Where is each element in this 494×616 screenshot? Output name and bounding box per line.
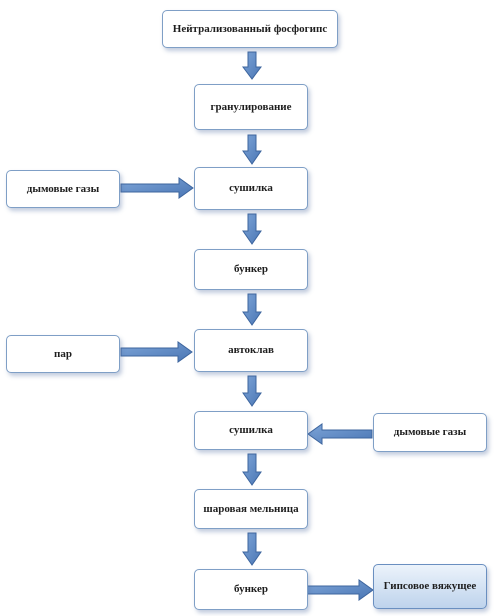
arrow-down-6 [242, 453, 262, 486]
node-flue-gas-2: дымовые газы [373, 413, 487, 452]
node-granulation: гранулирование [194, 84, 308, 130]
node-gypsum-binder: Гипсовое вяжущее [373, 564, 487, 609]
arrow-down-1 [242, 51, 262, 80]
arrow-right-steam [120, 341, 193, 363]
node-phosphogypsum: Нейтрализованный фосфогипс [162, 10, 338, 48]
node-hopper-1: бункер [194, 249, 308, 290]
arrow-right-final [306, 579, 374, 601]
arrow-right-flue-gas-1 [120, 177, 194, 199]
node-flue-gas-1: дымовые газы [6, 170, 120, 208]
node-hopper-2: бункер [194, 569, 308, 610]
node-ball-mill: шаровая мельница [194, 489, 308, 529]
node-steam: пар [6, 335, 120, 373]
node-autoclave: автоклав [194, 329, 308, 372]
arrow-down-2 [242, 134, 262, 165]
arrow-down-5 [242, 375, 262, 407]
node-dryer-1: сушилка [194, 167, 308, 210]
arrow-down-4 [242, 293, 262, 326]
arrow-left-flue-gas-2 [307, 423, 373, 445]
arrow-down-7 [242, 532, 262, 566]
arrow-down-3 [242, 213, 262, 245]
node-dryer-2: сушилка [194, 411, 308, 450]
